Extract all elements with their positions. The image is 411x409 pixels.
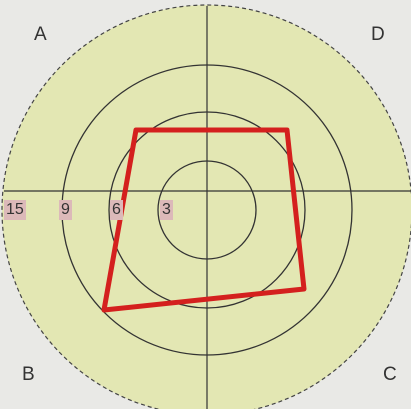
ring-label-6: 6 (110, 200, 123, 220)
corner-label-c: C (383, 364, 397, 385)
ring-label-15: 15 (4, 200, 26, 220)
ring-label-9: 9 (59, 200, 72, 220)
ring-label-3: 3 (160, 200, 173, 220)
corner-label-a: A (34, 24, 47, 45)
corner-label-d: D (371, 24, 385, 45)
corner-label-b: B (22, 364, 35, 385)
red-quadrilateral (101, 127, 307, 313)
